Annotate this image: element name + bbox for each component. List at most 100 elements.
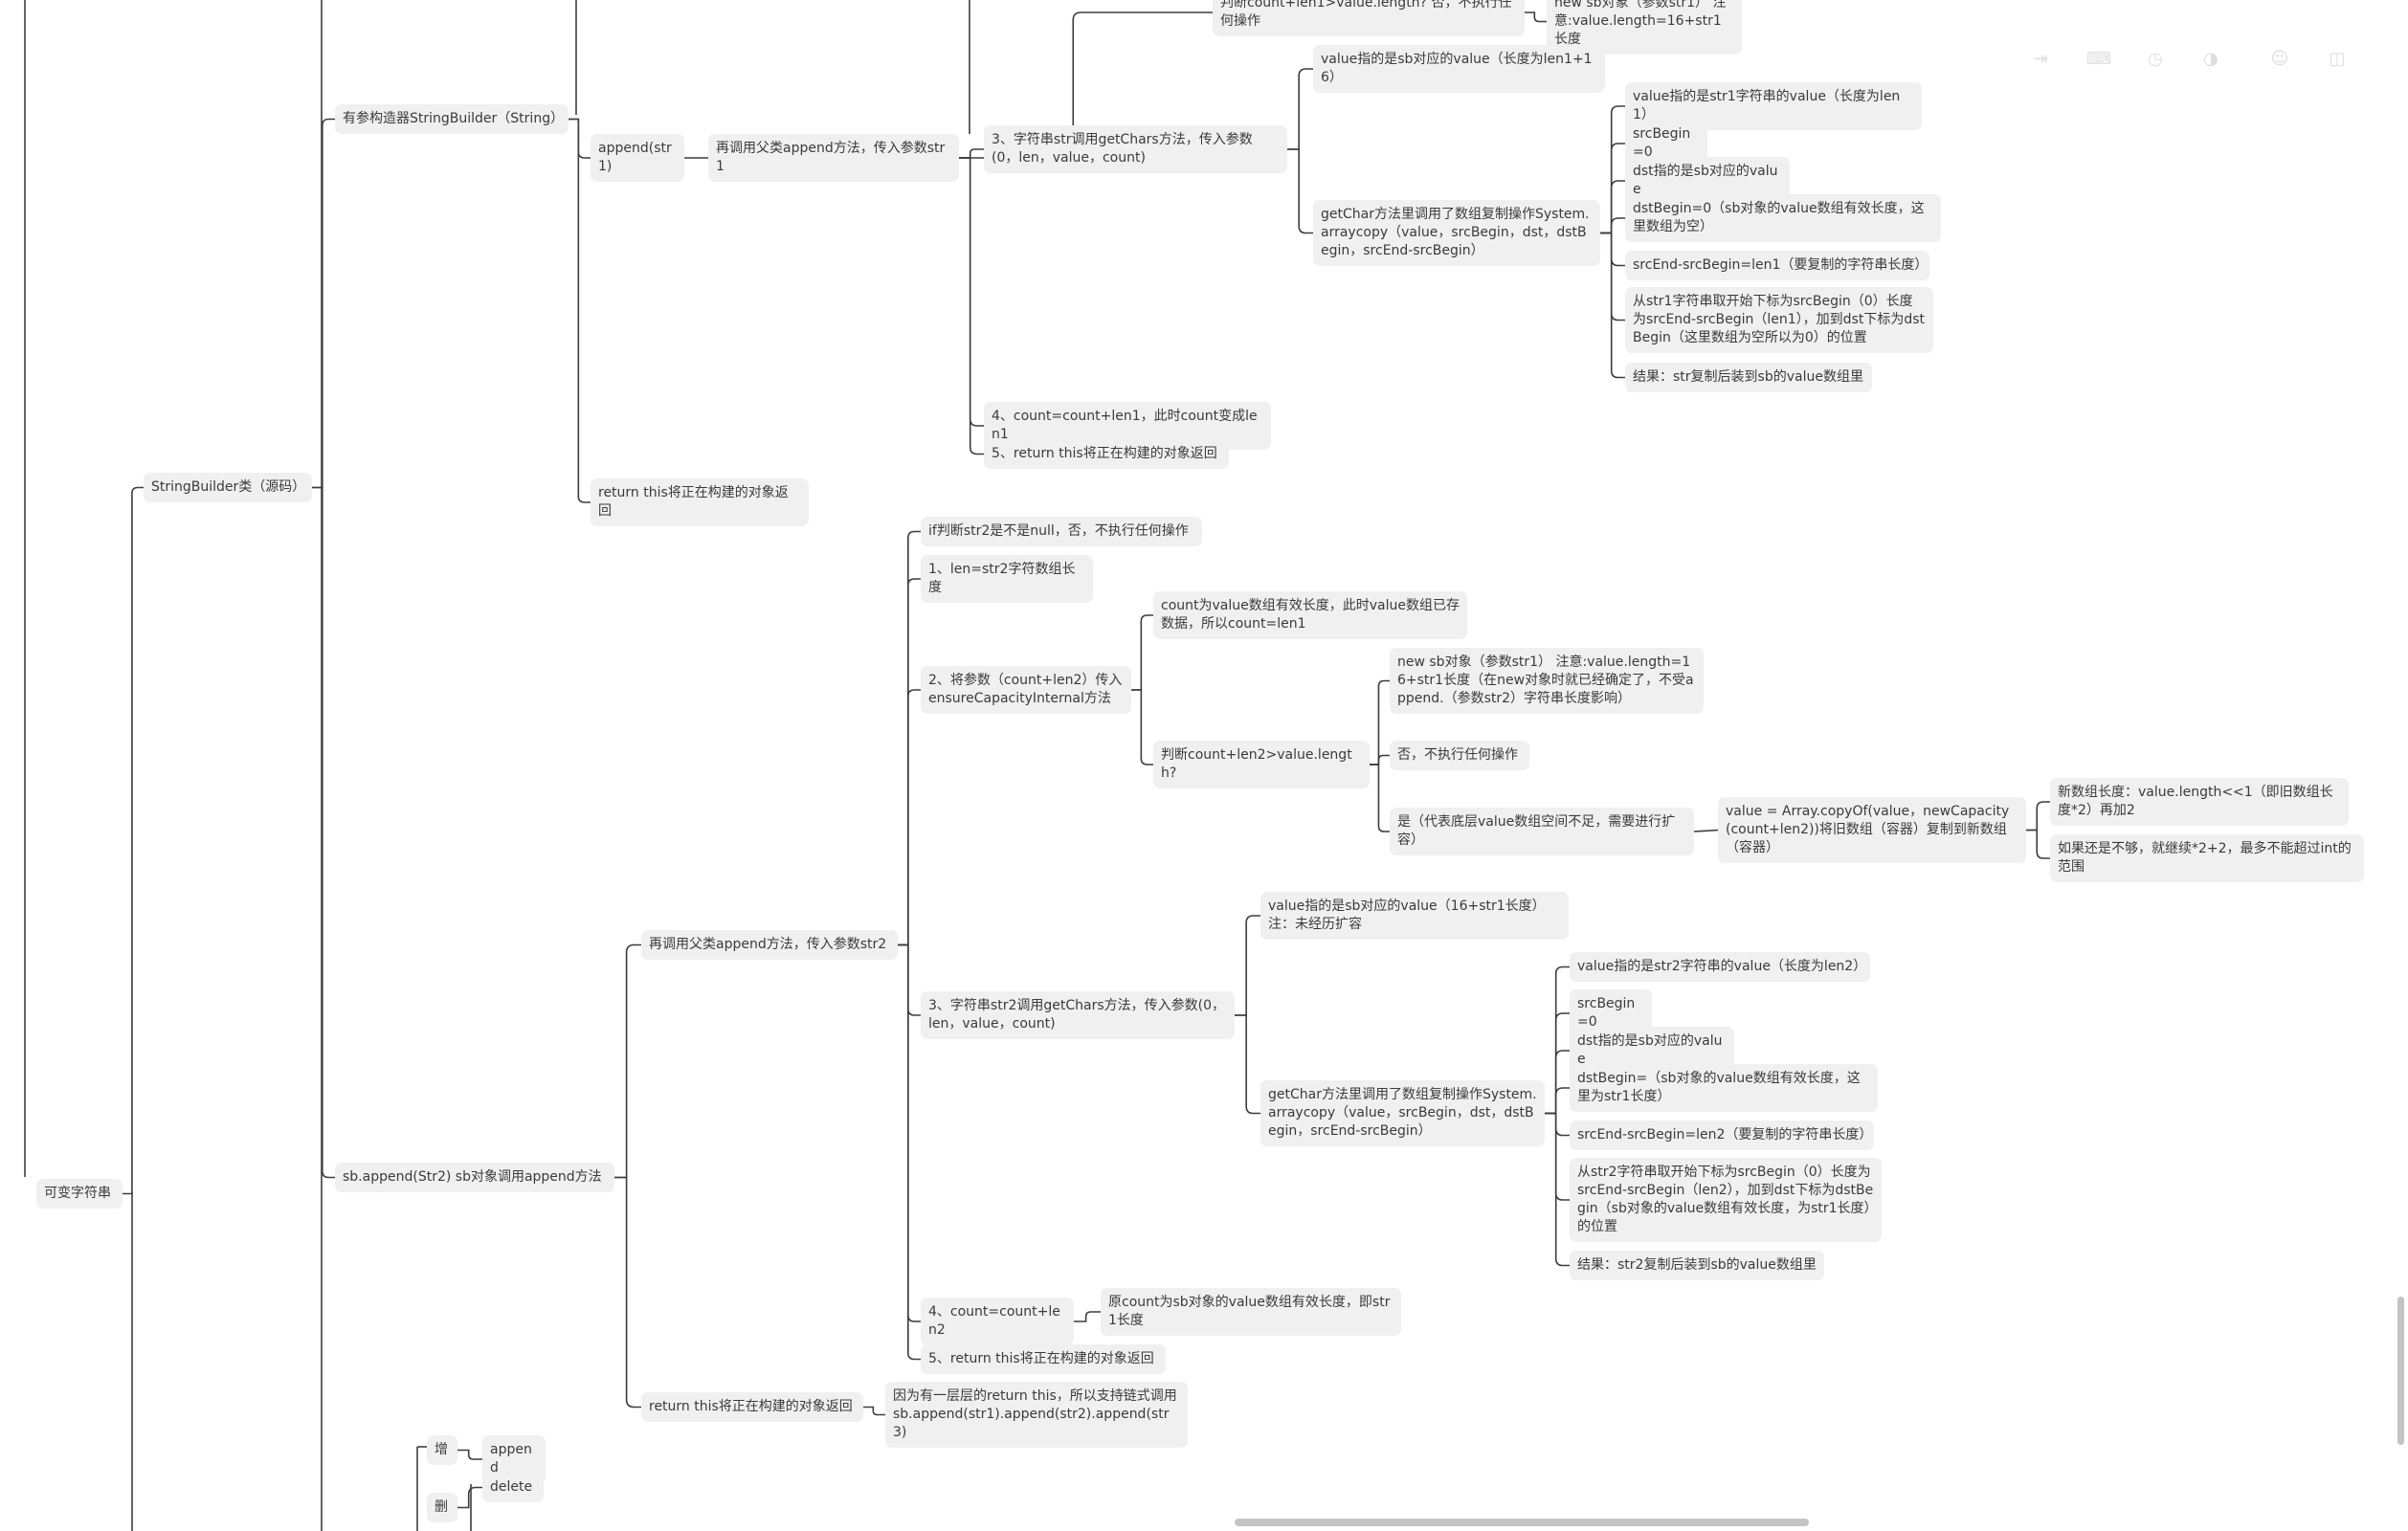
- contrast-icon[interactable]: ◑: [2203, 49, 2218, 69]
- view-toolbar: ⇥ ⌨ ◷ ◑ ☺ ◫: [2010, 44, 2354, 75]
- connector-ctor-ap1: [569, 118, 591, 159]
- connector-gc2-g2e: [1545, 1112, 1570, 1137]
- node-append-str1-parent[interactable]: 再调用父类append方法，传入参数str1: [708, 134, 959, 182]
- connector-ap2-rt2: [614, 1176, 641, 1409]
- connector-n4-n4a: [1074, 1311, 1101, 1322]
- node-add[interactable]: 增: [427, 1435, 457, 1465]
- node-g1-srcend[interactable]: srcEnd-srcBegin=len1（要复制的字符串长度）: [1625, 251, 1929, 280]
- connector-shan-sdel: [457, 1486, 482, 1509]
- node-return-1[interactable]: 5、return this将正在构建的对象返回: [984, 439, 1229, 469]
- connector-src-ap2: [312, 486, 335, 1179]
- node-g2-copy[interactable]: 从str2字符串取开始下标为srcBegin（0）长度为srcEnd-srcBe…: [1570, 1158, 1882, 1242]
- connector-gc2-g2f: [1545, 1112, 1570, 1201]
- node-count-note[interactable]: 原count为sb对象的value数组有效长度，即str1长度: [1101, 1288, 1401, 1336]
- node-g1-result[interactable]: 结果：str复制后装到sb的value数组里: [1625, 363, 1872, 392]
- node-append-str2-parent[interactable]: 再调用父类append方法，传入参数str2: [641, 930, 898, 960]
- node-check-capacity-2[interactable]: 判断count+len2>value.length?: [1153, 741, 1370, 788]
- connector-ap2p-n4: [898, 943, 921, 1322]
- node-new-sb-1[interactable]: new sb对象（参数str1） 注意:value.length=16+str1…: [1547, 0, 1742, 55]
- connector-n2b-n2b2: [1370, 754, 1390, 766]
- node-getchars-2[interactable]: 3、字符串str2调用getChars方法，传入参数(0，len，value，c…: [921, 991, 1235, 1039]
- connector-ctor-rt1: [569, 118, 591, 503]
- node-delete[interactable]: 删: [427, 1493, 457, 1522]
- connector-gc2-g2a: [1545, 965, 1570, 1115]
- vertical-scrollbar[interactable]: [2397, 1297, 2404, 1445]
- connector-gc1-g1a: [1600, 105, 1625, 234]
- node-arraycopy-1[interactable]: getChar方法里调用了数组复制操作System.arraycopy（valu…: [1313, 200, 1600, 266]
- node-g2-result[interactable]: 结果：str2复制后装到sb的value数组里: [1570, 1251, 1824, 1280]
- node-g1-copy[interactable]: 从str1字符串取开始下标为srcBegin（0）长度为srcEnd-srcBe…: [1625, 287, 1933, 353]
- connector-rt2-rt2a: [863, 1406, 885, 1416]
- node-new-sb-2[interactable]: new sb对象（参数str1） 注意:value.length=16+str1…: [1390, 648, 1704, 714]
- connector-gc2-g2g: [1545, 1112, 1570, 1267]
- connector-gc2-g2c: [1545, 1050, 1570, 1115]
- node-chain-call[interactable]: 因为有一层层的return this，所以支持链式调用sb.append(str…: [885, 1382, 1188, 1448]
- connector-gc1-g1c: [1600, 180, 1625, 234]
- node-null-check[interactable]: if判断str2是不是null，否，不执行任何操作: [921, 517, 1202, 546]
- node-return-2[interactable]: 5、return this将正在构建的对象返回: [921, 1344, 1166, 1374]
- node-check-capacity-1[interactable]: 判断count+len1>value.length? 否，不执行任何操作: [1213, 0, 1525, 36]
- node-delete-method[interactable]: delete: [482, 1473, 544, 1502]
- node-g2-srcend[interactable]: srcEnd-srcBegin=len2（要复制的字符串长度）: [1570, 1121, 1874, 1150]
- connector-zeng-zap: [457, 1449, 482, 1460]
- connector-n3-gc2: [1235, 1014, 1260, 1115]
- connector-n3-n3a: [1235, 915, 1260, 1016]
- connector-gc1-g1b: [1600, 143, 1625, 234]
- node-no-op[interactable]: 否，不执行任何操作: [1390, 741, 1529, 770]
- node-count-2[interactable]: 4、count=count+len2: [921, 1298, 1074, 1345]
- node-grow-more[interactable]: 如果还是不够，就继续*2+2，最多不能超过int的范围: [2050, 834, 2364, 882]
- node-count-len1[interactable]: count为value数组有效长度，此时value数组已存数据，所以count=…: [1153, 591, 1467, 639]
- connector-gc2-g2d: [1545, 1087, 1570, 1115]
- connector-cp-cpa: [2026, 801, 2050, 832]
- keyboard-icon[interactable]: ⌨: [2086, 49, 2111, 69]
- connector-ap1p-c4: [959, 157, 984, 427]
- node-stringbuilder-source[interactable]: StringBuilder类（源码）: [144, 473, 312, 502]
- node-g1-dstbegin[interactable]: dstBegin=0（sb对象的value数组有效长度，这里数组为空）: [1625, 194, 1941, 242]
- node-g2-dstbegin[interactable]: dstBegin=（sb对象的value数组有效长度，这里为str1长度）: [1570, 1064, 1878, 1112]
- exit-icon[interactable]: ⇥: [2033, 49, 2048, 69]
- connector-ap2p-n5: [898, 943, 921, 1361]
- connector-cp-cpb: [2026, 829, 2050, 859]
- connector-n2b3-cp: [1693, 829, 1719, 832]
- connector-ko-src: [123, 486, 144, 1195]
- node-g2-value[interactable]: value指的是str2字符串的value（长度为len2）: [1570, 952, 1870, 982]
- node-append-str1[interactable]: append(str1): [591, 134, 684, 182]
- node-add-append[interactable]: append: [482, 1435, 546, 1483]
- node-sb-append-str2[interactable]: sb.append(Str2) sb对象调用append方法: [335, 1163, 614, 1192]
- connector-gc1-g1g: [1600, 232, 1625, 379]
- emoji-icon[interactable]: ☺: [2270, 49, 2289, 69]
- connector-n2b-n2b3: [1370, 764, 1390, 832]
- connector-gc2-g2b: [1545, 1012, 1570, 1115]
- node-new-length[interactable]: 新数组长度：value.length<<1（即旧数组长度*2）再加2: [2050, 778, 2349, 826]
- node-value-sb-2[interactable]: value指的是sb对应的value（16+str1长度）注：未经历扩容: [1260, 892, 1569, 940]
- connector-b0-b1: [1525, 11, 1547, 23]
- connector-ap2-ap2p: [614, 943, 641, 1179]
- connector-gc1-g1f: [1600, 232, 1625, 322]
- connector-s3-gc1: [1287, 148, 1313, 234]
- node-len-str2[interactable]: 1、len=str2字符数组长度: [921, 555, 1093, 603]
- sidebar-icon[interactable]: ◫: [2329, 49, 2346, 69]
- node-value-sb-1[interactable]: value指的是sb对应的value（长度为len1+16）: [1313, 45, 1605, 93]
- connector-n2b-n2b1: [1370, 679, 1390, 766]
- node-constructor[interactable]: 有参构造器StringBuilder（String）: [335, 104, 569, 134]
- node-ensure-capacity[interactable]: 2、将参数（count+len2）传入ensureCapacityInterna…: [921, 666, 1131, 714]
- node-return-ctor[interactable]: return this将正在构建的对象返回: [591, 478, 809, 526]
- connector-ap2p-n3: [898, 943, 921, 1016]
- node-expand[interactable]: 是（代表底层value数组空间不足，需要进行扩容）: [1390, 808, 1694, 855]
- node-return-append[interactable]: return this将正在构建的对象返回: [641, 1392, 863, 1422]
- node-array-copyof[interactable]: value = Array.copyOf(value，newCapacity(c…: [1718, 797, 2026, 863]
- connector-n2-n2a: [1131, 614, 1153, 691]
- connector-gc1-g1d: [1600, 217, 1625, 234]
- horizontal-scrollbar[interactable]: [1235, 1519, 1809, 1526]
- node-getchars-1[interactable]: 3、字符串str调用getChars方法，传入参数(0，len，value，co…: [984, 125, 1287, 173]
- node-arraycopy-2[interactable]: getChar方法里调用了数组复制操作System.arraycopy（valu…: [1260, 1080, 1545, 1146]
- connector-ap2p-n1: [898, 578, 921, 946]
- connector-src-ctor: [312, 118, 335, 489]
- connector-gc1-g1e: [1600, 232, 1625, 267]
- history-icon[interactable]: ◷: [2148, 49, 2163, 69]
- connector-ap2p-n2: [898, 689, 921, 946]
- connector-ap1p-s3: [959, 148, 984, 159]
- connector-s3-v16: [1287, 68, 1313, 150]
- node-mutable-string[interactable]: 可变字符串: [36, 1179, 123, 1209]
